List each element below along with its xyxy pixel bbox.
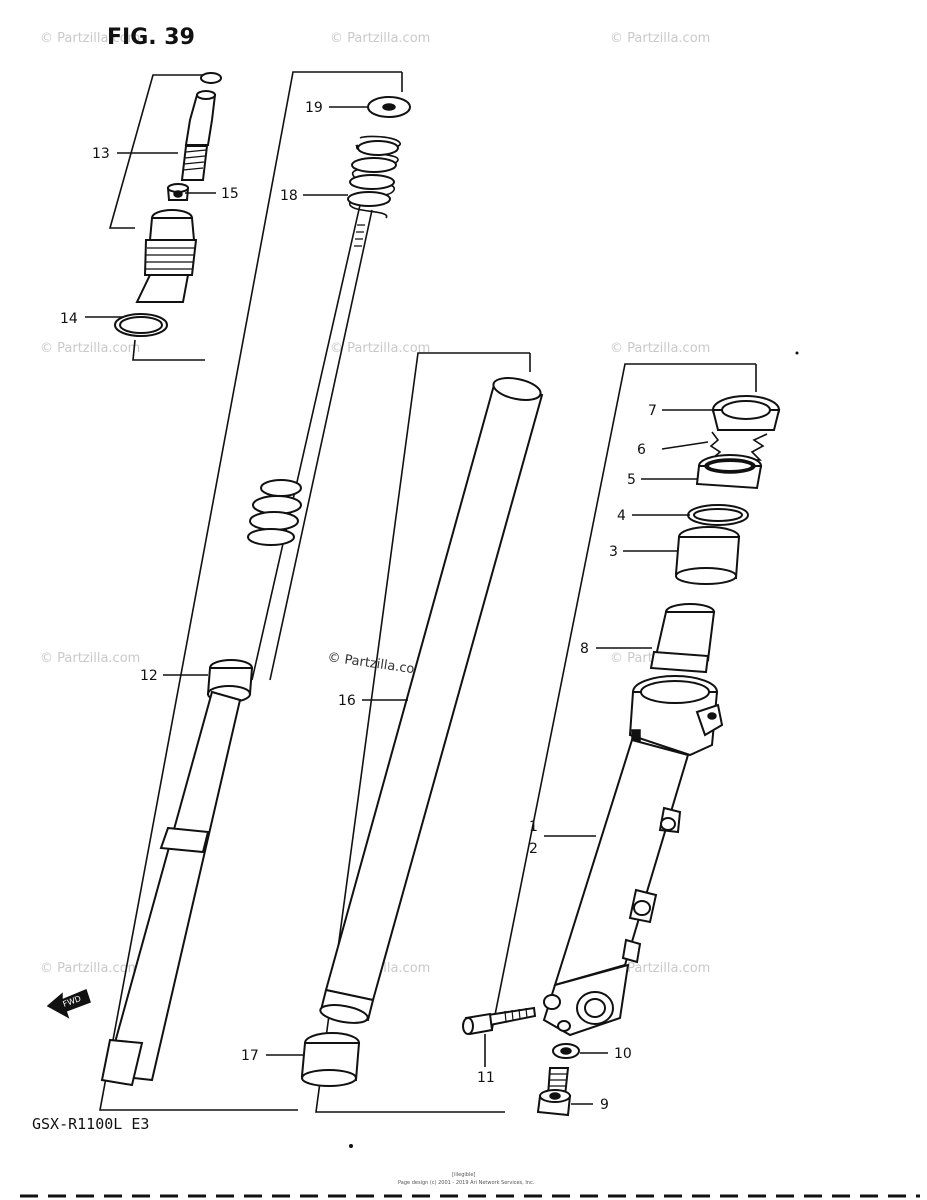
inner-tube-group: 16 17 <box>241 352 544 1113</box>
slide-bushing-part <box>649 603 716 674</box>
callout-14: 14 <box>60 311 78 327</box>
model-code: GSX-R1100L E3 <box>32 1115 149 1133</box>
inner-tube-top <box>492 377 542 401</box>
outer-tube-group: 7 6 5 4 3 8 1 2 10 9 11 <box>462 363 781 1117</box>
damper-rod <box>251 204 361 681</box>
callout-11: 11 <box>477 1070 495 1086</box>
watermark-text: © Partzilla.com <box>40 651 140 666</box>
group-bracket <box>315 352 530 1113</box>
watermark-text: © Partzilla.com <box>40 31 140 46</box>
group-bracket <box>108 74 203 229</box>
dust-seal-part <box>711 395 781 431</box>
callout-15: 15 <box>221 186 239 202</box>
guide-bushing-part <box>674 526 741 585</box>
damper-bolt-part <box>536 1067 572 1117</box>
cap-bolt-part <box>180 90 217 181</box>
callout-6: 6 <box>637 442 646 458</box>
stray-dot <box>795 351 799 355</box>
pinch-bolt-part <box>462 1006 537 1036</box>
o-ring-inner <box>119 316 163 334</box>
callout-3: 3 <box>609 544 618 560</box>
rebound-spring-part <box>247 479 302 546</box>
watermark-text: © Partzilla.com <box>330 31 430 46</box>
inner-tube <box>324 383 544 1002</box>
callout-18: 18 <box>280 188 298 204</box>
callout-17: 17 <box>241 1048 259 1064</box>
callout-9: 9 <box>600 1097 609 1113</box>
damper-band <box>159 826 210 854</box>
callout-19: 19 <box>305 100 323 116</box>
callout-13: 13 <box>92 146 110 162</box>
oil-seal-part <box>695 454 763 490</box>
callout-12: 12 <box>140 668 158 684</box>
callout-8: 8 <box>580 641 589 657</box>
callout-10: 10 <box>614 1046 632 1062</box>
leader-line <box>661 441 709 450</box>
watermark-text: © Partzilla.com <box>330 341 430 356</box>
damper-rod-group: 19 18 12 <box>99 71 411 1111</box>
o-ring-top <box>200 72 222 84</box>
group-bracket <box>99 71 402 1111</box>
cap-bolt-group: 13 14 15 <box>60 72 239 361</box>
damper-rod <box>269 209 373 681</box>
figure-title: FIG. 39 <box>107 25 195 50</box>
callout-16: 16 <box>338 693 356 709</box>
spring-part <box>347 135 401 219</box>
footer-code: [illegible] <box>452 1172 475 1178</box>
watermark-text: © Partzilla.com <box>610 341 710 356</box>
callout-4: 4 <box>617 508 626 524</box>
callout-5: 5 <box>627 472 636 488</box>
watermark-text: © Partzilla.com <box>40 961 140 976</box>
footer-copyright: Page design (c) 2001 - 2019 Ari Network … <box>398 1180 535 1186</box>
watermark-text: © Partzilla.com <box>610 31 710 46</box>
outer-tube-body <box>542 675 724 1037</box>
front-direction-arrow-icon: FWD <box>46 988 91 1019</box>
group-bracket <box>491 363 756 1031</box>
stray-dot <box>349 1144 353 1148</box>
rod-thread <box>354 224 365 247</box>
bushing-part <box>300 1032 361 1087</box>
lock-nut-part <box>166 183 190 201</box>
damper-tip <box>100 1038 144 1087</box>
callout-1: 1 <box>529 819 538 835</box>
watermark-text: © Partzilla.com <box>610 961 710 976</box>
group-bracket <box>132 339 205 361</box>
callout-2: 2 <box>529 841 538 857</box>
damper-tube <box>104 690 242 1082</box>
callout-7: 7 <box>648 403 657 419</box>
watermark-text: © Partzilla.com <box>40 341 140 356</box>
fork-cap-part <box>135 209 198 303</box>
